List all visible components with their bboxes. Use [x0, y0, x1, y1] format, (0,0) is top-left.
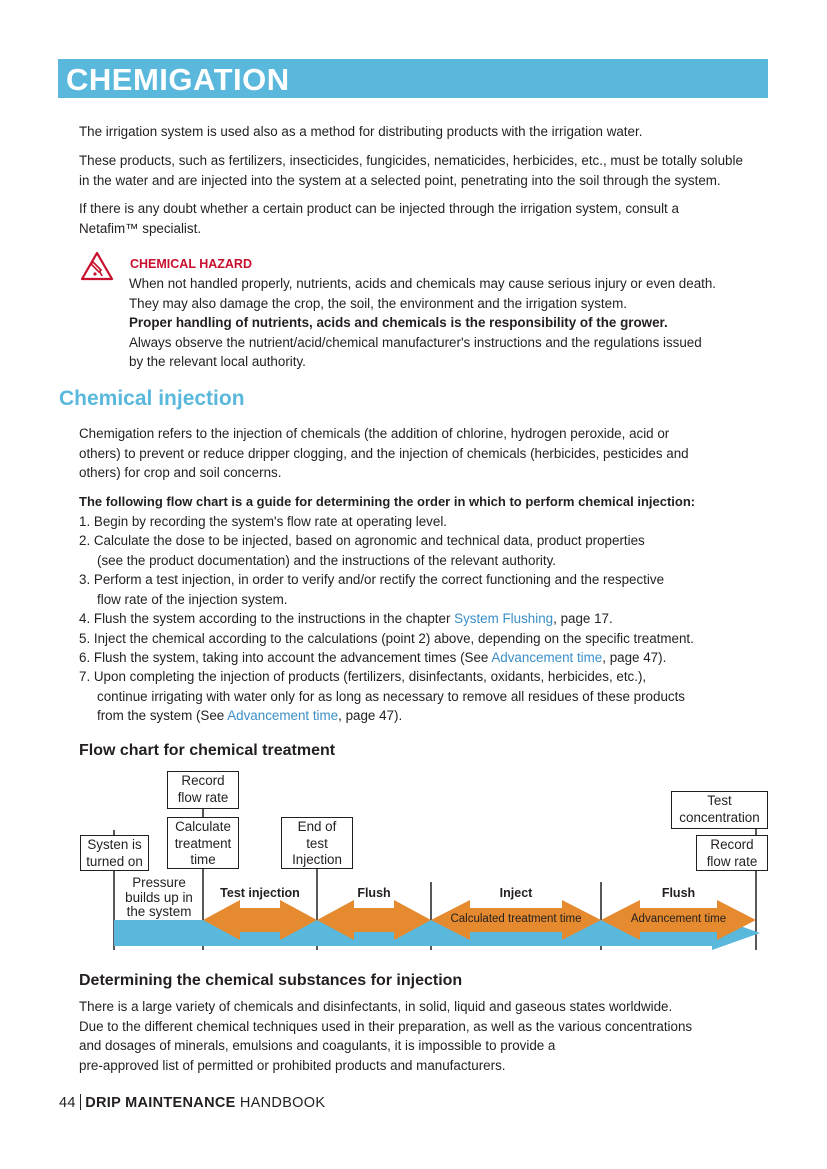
flush-arrow-2: [601, 900, 756, 940]
chemical-hazard-icon: [80, 251, 114, 281]
flowchart-heading: Flow chart for chemical treatment: [79, 742, 336, 759]
intro-p3-line1: If there is any doubt whether a certain …: [79, 201, 679, 216]
pressure-label: Pressure builds up in the system: [118, 875, 200, 920]
section-heading-chemical-injection: Chemical injection: [59, 387, 245, 410]
phase-test-injection: Test injection: [220, 886, 300, 900]
box-calculate-treatment-time: Calculate treatment time: [167, 817, 239, 869]
box-end-line3: Injection: [292, 852, 342, 867]
step-2-line1: 2. Calculate the dose to be injected, ba…: [79, 533, 645, 548]
box-end-line1: End of: [297, 819, 337, 834]
box-systen-line1: Systen is: [87, 837, 142, 852]
page-footer: 44 DRIP MAINTENANCE HANDBOOK: [59, 1094, 325, 1111]
title-banner: [58, 59, 768, 98]
step-7-line3: from the system (See Advancement time, p…: [79, 706, 779, 726]
box-end-line2: test: [306, 835, 328, 851]
pressure-line2: builds up in: [125, 889, 193, 905]
phase-inject: Inject: [499, 886, 533, 900]
step-3: 3. Perform a test injection, in order to…: [79, 570, 779, 609]
step-5: 5. Inject the chemical according to the …: [79, 631, 694, 646]
step-2: 2. Calculate the dose to be injected, ba…: [79, 531, 779, 570]
hazard-line-5: by the relevant local authority.: [129, 354, 306, 369]
intro-p3-line2: Netafim™ specialist.: [79, 220, 202, 236]
step-6: 6. Flush the system, taking into account…: [79, 648, 779, 668]
pressure-line1: Pressure: [132, 875, 186, 890]
advancement-time-link-2[interactable]: Advancement time: [227, 708, 339, 723]
intro-paragraph-3: If there is any doubt whether a certain …: [79, 199, 779, 238]
box-record1-line2: flow rate: [177, 789, 229, 805]
box-calc-line3: time: [190, 852, 216, 867]
hazard-line-3: Proper handling of nutrients, acids and …: [129, 315, 668, 330]
step-6-text: 6. Flush the system, taking into account…: [79, 650, 492, 665]
box-record2-line2: flow rate: [706, 853, 758, 869]
hazard-line-4: Always observe the nutrient/acid/chemica…: [129, 335, 702, 350]
box-test-line1: Test: [707, 793, 732, 808]
system-flushing-link[interactable]: System Flushing: [454, 611, 554, 626]
injection-paragraph: Chemigation refers to the injection of c…: [79, 424, 779, 483]
test-injection-arrow: [203, 900, 317, 940]
footer-divider: [79, 1094, 82, 1110]
page-title: CHEMIGATION: [66, 62, 290, 97]
phase-flush-2: Flush: [661, 886, 696, 900]
substances-paragraph: There is a large variety of chemicals an…: [79, 997, 779, 1075]
phase-flush-1: Flush: [357, 886, 391, 900]
inject-arrow: [431, 900, 601, 940]
step-7-line3-text: from the system (See: [97, 708, 228, 723]
label-advancement-time: Advancement time: [630, 913, 727, 925]
substances-line3: and dosages of minerals, emulsions and c…: [79, 1038, 556, 1054]
step-4-text: 4. Flush the system according to the ins…: [79, 611, 455, 626]
intro-p2-line2: in the water and are injected into the s…: [79, 172, 721, 188]
intro-paragraph-2: These products, such as fertilizers, ins…: [79, 151, 779, 190]
step-3-line2: flow rate of the injection system.: [97, 591, 288, 607]
step-7-line1: 7. Upon completing the injection of prod…: [79, 669, 647, 684]
flush-arrow-1: [317, 900, 431, 940]
intro-p2-line1: These products, such as fertilizers, ins…: [79, 153, 743, 168]
footer-handbook-title: HANDBOOK: [235, 1095, 326, 1111]
box-system-turned-on: Systen is turned on: [80, 835, 149, 871]
footer-handbook-title-bold: DRIP MAINTENANCE: [85, 1095, 236, 1111]
page-number: 44: [59, 1095, 76, 1111]
step-4: 4. Flush the system according to the ins…: [79, 609, 779, 629]
box-test-concentration: Test concentration: [671, 791, 768, 829]
box-record2-line1: Record: [710, 837, 754, 852]
box-test-line2: concentration: [679, 809, 760, 825]
step-7-page: , page 47).: [338, 708, 403, 723]
step-1: 1. Begin by recording the system's flow …: [79, 514, 448, 529]
step-6-page: , page 47).: [602, 650, 667, 665]
box-calc-line1: Calculate: [175, 819, 231, 834]
advancement-time-link-1[interactable]: Advancement time: [491, 650, 603, 665]
hazard-line-1: When not handled properly, nutrients, ac…: [129, 276, 717, 291]
box-end-of-test-injection: End of test Injection: [281, 817, 353, 869]
box-calc-line2: treatment: [174, 835, 232, 851]
step-4-page: , page 17.: [553, 611, 613, 626]
pressure-line3: the system: [126, 904, 192, 919]
step-3-line1: 3. Perform a test injection, in order to…: [79, 572, 665, 587]
box-record1-line1: Record: [181, 773, 225, 788]
hazard-title: CHEMICAL HAZARD: [130, 257, 252, 271]
box-record-flow-rate-2: Record flow rate: [696, 835, 768, 871]
step-7-line2: continue irrigating with water only for …: [97, 688, 685, 704]
injection-p-line3: others) for crop and soil concerns.: [79, 465, 282, 481]
intro-paragraph-1: The irrigation system is used also as a …: [79, 124, 643, 139]
hazard-line-2: They may also damage the crop, the soil,…: [129, 296, 627, 311]
box-systen-line2: turned on: [86, 853, 143, 869]
box-record-flow-rate-1: Record flow rate: [167, 771, 239, 809]
substances-line2: Due to the different chemical techniques…: [79, 1018, 693, 1034]
injection-p-line1: Chemigation refers to the injection of c…: [79, 426, 670, 441]
flowchart-guide-intro: The following flow chart is a guide for …: [79, 494, 696, 509]
injection-p-line2: others) to prevent or reduce dripper clo…: [79, 445, 689, 461]
substances-line1: There is a large variety of chemicals an…: [79, 999, 673, 1014]
step-2-line2: (see the product documentation) and the …: [97, 552, 557, 568]
step-7: 7. Upon completing the injection of prod…: [79, 667, 779, 726]
substances-line4: pre-approved list of permitted or prohib…: [79, 1057, 506, 1073]
label-calculated-treatment-time: Calculated treatment time: [450, 913, 582, 925]
substances-heading: Determining the chemical substances for …: [79, 972, 463, 989]
